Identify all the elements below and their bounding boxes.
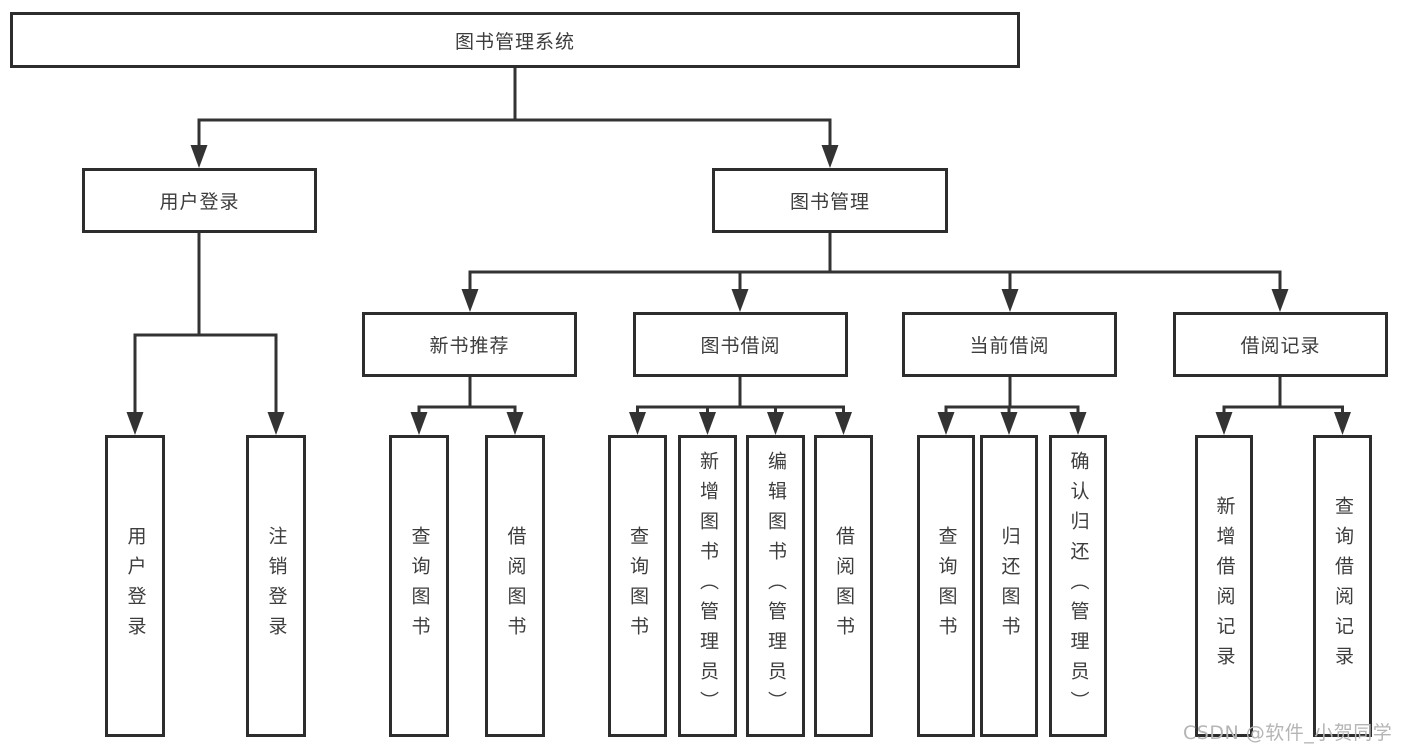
node-book-management: 图书管理 [712,168,948,233]
node-leaf-borrowing-add-label: 新增图书（管理员） [697,451,719,721]
node-user-login: 用户登录 [82,168,317,233]
node-leaf-logout: 注销登录 [246,435,306,737]
node-leaf-current-return-label: 归还图书 [998,526,1021,646]
node-leaf-records-add: 新增借阅记录 [1195,435,1253,737]
node-leaf-borrowing-add: 新增图书（管理员） [678,435,737,737]
node-leaf-newbook-borrow: 借阅图书 [485,435,545,737]
node-book-borrowing-label: 图书借阅 [700,335,781,357]
node-leaf-current-return: 归还图书 [980,435,1038,737]
node-leaf-newbook-query: 查询图书 [389,435,449,737]
csdn-watermark: CSDN @软件_小贺同学 [1183,722,1393,744]
node-leaf-borrowing-query: 查询图书 [608,435,667,737]
node-current-borrowing-label: 当前借阅 [969,335,1050,357]
node-leaf-current-confirm-label: 确认归还（管理员） [1067,451,1090,721]
node-root-system-label: 图书管理系统 [454,30,575,53]
node-leaf-records-add-label: 新增借阅记录 [1213,496,1236,676]
node-leaf-borrowing-borrow-label: 借阅图书 [833,526,855,646]
node-leaf-current-query: 查询图书 [917,435,975,737]
arrowhead-icons [126,145,1351,435]
node-current-borrowing: 当前借阅 [902,312,1117,377]
node-borrow-records: 借阅记录 [1173,312,1388,377]
node-book-management-label: 图书管理 [789,191,870,213]
node-borrow-records-label: 借阅记录 [1240,335,1321,357]
node-leaf-borrowing-edit-label: 编辑图书（管理员） [765,451,787,721]
node-leaf-borrowing-edit: 编辑图书（管理员） [746,435,805,737]
node-leaf-borrowing-query-label: 查询图书 [627,526,649,646]
node-leaf-records-query: 查询借阅记录 [1313,435,1372,737]
node-root-system: 图书管理系统 [10,12,1020,68]
node-leaf-current-query-label: 查询图书 [935,526,958,646]
node-new-book-recommend: 新书推荐 [362,312,577,377]
node-leaf-logout-label: 注销登录 [265,526,288,646]
node-user-login-label: 用户登录 [159,191,240,213]
node-book-borrowing: 图书借阅 [633,312,848,377]
node-leaf-current-confirm: 确认归还（管理员） [1049,435,1107,737]
node-leaf-records-query-label: 查询借阅记录 [1332,496,1354,676]
node-leaf-newbook-query-label: 查询图书 [408,526,431,646]
node-new-book-recommend-label: 新书推荐 [429,335,510,357]
node-leaf-user-login-label: 用户登录 [124,526,147,646]
node-leaf-newbook-borrow-label: 借阅图书 [504,526,527,646]
node-leaf-borrowing-borrow: 借阅图书 [814,435,873,737]
node-leaf-user-login: 用户登录 [105,435,165,737]
